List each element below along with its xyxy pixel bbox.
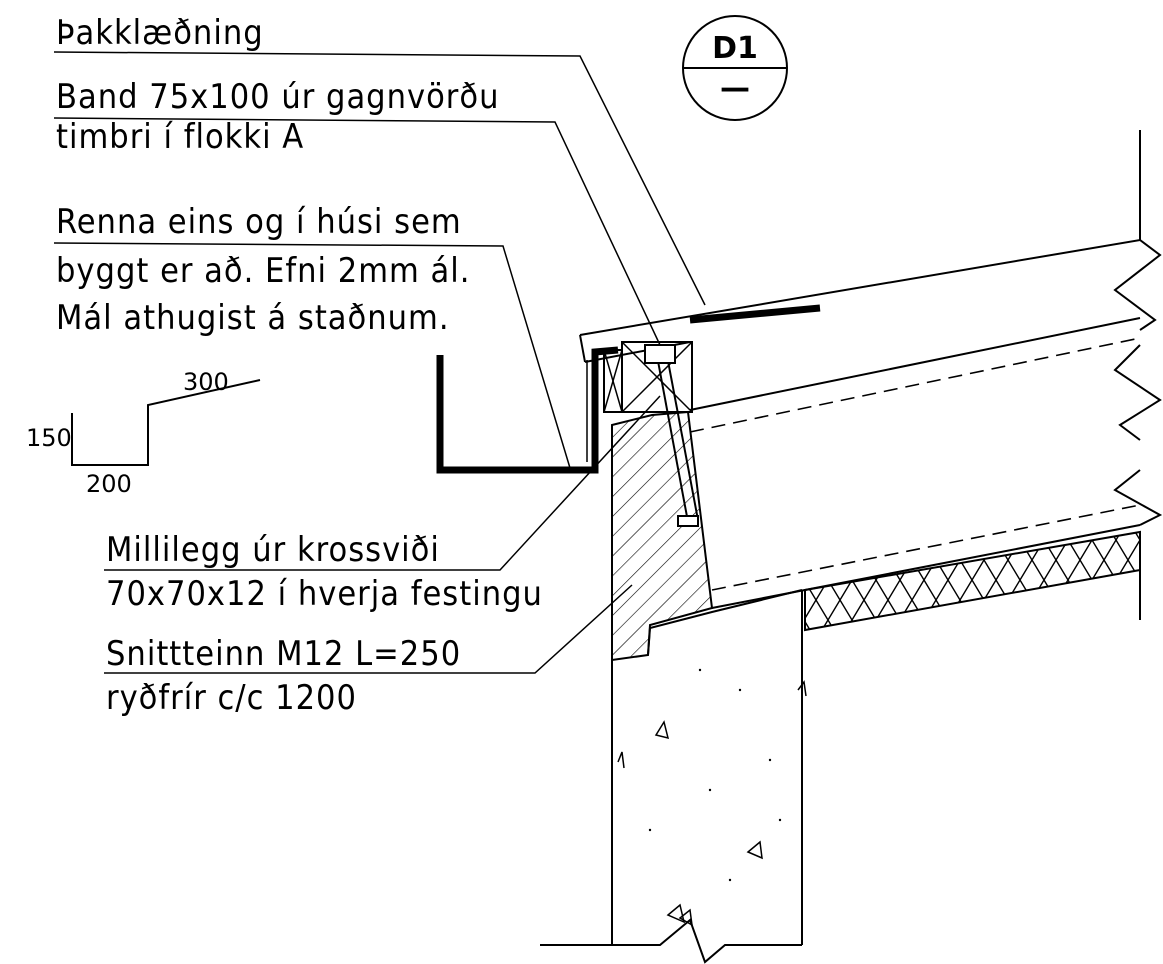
leader-shim (104, 395, 661, 571)
detail-tag: D1 — (682, 15, 788, 121)
note-band: Band 75x100 úr gagnvörðu timbri í flokki… (53, 77, 661, 346)
roof-lower-line (711, 524, 1141, 609)
gutter-profile-sketch: 300 150 200 (26, 368, 261, 498)
gutter (436, 346, 619, 474)
leader-gutter (53, 242, 571, 469)
cladding-end (579, 334, 586, 363)
wall-plate-section (611, 410, 714, 662)
concrete-dot (648, 828, 652, 832)
note-band-line1: Band 75x100 úr gagnvörðu (56, 77, 499, 117)
roof-upper-line (689, 317, 1141, 411)
roof-break-line-upper (1113, 344, 1162, 441)
concrete-dot (708, 788, 712, 792)
note-gutter-line1: Renna eins og í húsi sem (56, 202, 462, 242)
concrete-wall (540, 425, 807, 964)
leader-cladding (53, 51, 706, 306)
concrete-aggregate (666, 903, 686, 924)
profile-dim-top: 300 (183, 368, 229, 396)
gutter-section (436, 346, 619, 474)
band-cross-b (621, 341, 693, 413)
bolt-nut (644, 344, 676, 364)
note-band-line2: timbri í flokki A (56, 117, 304, 157)
roof-cladding-board (579, 238, 1162, 336)
concrete-aggregate (617, 751, 625, 769)
shim-cross-b (603, 349, 623, 413)
roof-lower-dashed (711, 504, 1141, 591)
insulation-layer (804, 530, 1141, 632)
threaded-rod-m12 (654, 344, 689, 523)
detail-tag-number: D1 (712, 31, 758, 66)
wall-plate-hatched (611, 410, 714, 662)
roof-upper-dashed (689, 337, 1141, 433)
concrete-dot (768, 758, 772, 762)
note-gutter-line3: Mál athugist á staðnum. (56, 298, 450, 338)
leader-bolt (104, 584, 633, 674)
threaded-rod-m12-edge (664, 344, 699, 521)
concrete-dot (778, 818, 782, 822)
concrete-dot (738, 688, 742, 692)
note-shim-line1: Millilegg úr krossviði (106, 530, 440, 570)
roof-break-line-lower (1113, 469, 1163, 526)
detail-tag-sheet: — (720, 71, 750, 106)
profile-dim-height: 150 (26, 424, 72, 452)
concrete-dot (698, 668, 702, 672)
note-gutter-line2: byggt er að. Efni 2mm ál. (56, 251, 470, 291)
note-shim: Millilegg úr krossviði 70x70x12 í hverja… (104, 395, 661, 614)
note-bolt-line2: ryðfrír c/c 1200 (106, 678, 357, 718)
concrete-aggregate (678, 908, 693, 927)
leader-band (53, 117, 661, 346)
bolt-end (677, 515, 699, 527)
concrete-aggregate (654, 720, 670, 740)
roof-construction (579, 130, 1163, 632)
profile-dim-bottom: 200 (86, 470, 132, 498)
concrete-aggregate (746, 840, 763, 860)
note-shim-line2: 70x70x12 í hverja festingu (106, 574, 543, 614)
wall-break-line (540, 918, 802, 964)
note-gutter: Renna eins og í húsi sem byggt er að. Ef… (53, 202, 571, 469)
note-cladding: Þakklæðning (53, 13, 706, 306)
note-bolt: Snittteinn M12 L=250 ryðfrír c/c 1200 (104, 584, 633, 718)
gutter-profile-outline (71, 379, 261, 466)
timber-band (603, 341, 699, 527)
concrete-aggregate (797, 680, 807, 697)
flashing-strip (689, 304, 821, 324)
concrete-dot (728, 878, 732, 882)
note-cladding-text: Þakklæðning (56, 13, 264, 53)
note-bolt-line1: Snittteinn M12 L=250 (106, 634, 461, 674)
